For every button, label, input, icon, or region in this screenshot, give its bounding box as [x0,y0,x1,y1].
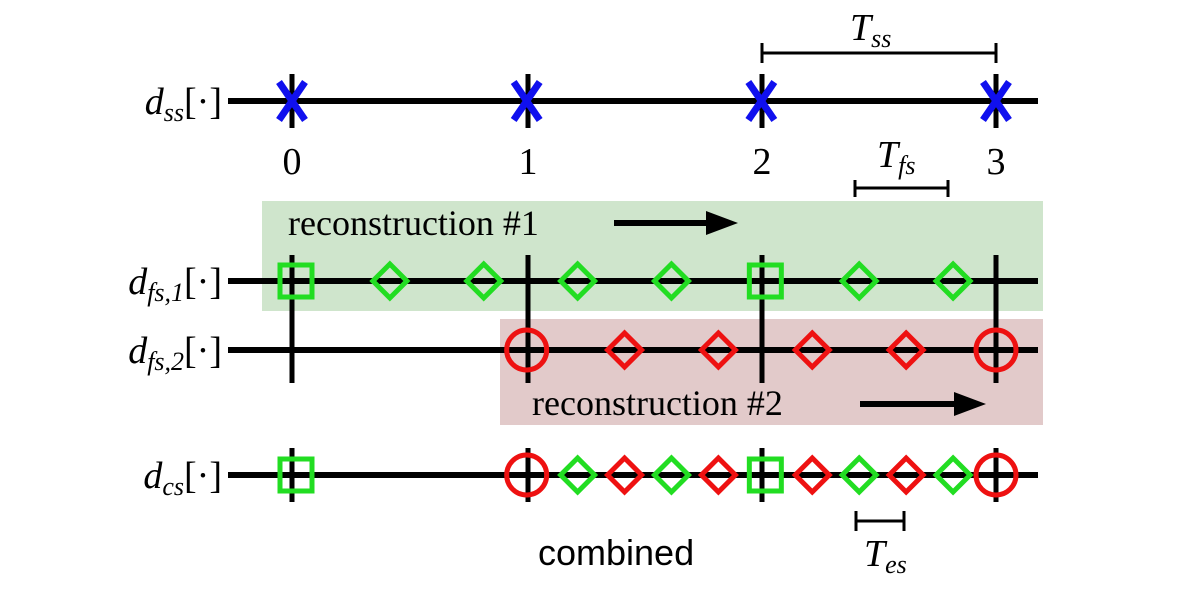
cs-green-diamond-marker-2 [838,454,880,496]
fs1-square-marker-0 [277,262,315,300]
cs-square-marker-1 [746,456,784,494]
reconstruction-2-label: reconstruction #2 [532,383,783,423]
tfs-label: Tfs [877,134,915,180]
ss-markers [276,80,1012,122]
cs-circle-marker-0 [504,452,550,498]
tss-dimension [760,43,998,63]
fs1-diamond-marker-0 [369,260,411,302]
cs-square-marker-0 [277,456,315,494]
fs1-diamond-marker-3 [650,260,693,302]
sample-gridlines [289,255,999,383]
fs1-markers [277,260,974,302]
row-label-fs2: dfs,2[·] [128,330,222,376]
cs-circle-marker-1 [973,452,1019,498]
tes-dimension [854,511,906,531]
fs2-circle-marker-1 [973,327,1019,373]
cs-green-diamond-marker-0 [557,454,599,496]
tfs-dimension [853,180,950,197]
cs-green-diamond-marker-3 [932,454,974,496]
reconstruction-1-arrow [614,211,738,235]
ss-tick-label-3: 3 [987,141,1006,183]
ss-tick-label-0: 0 [283,141,302,183]
cs-green-diamond-marker-1 [650,454,693,496]
ss-sample-marker-3 [980,80,1012,122]
cs-red-diamond-marker-1 [697,454,739,496]
combined-label: combined [538,532,694,573]
reconstruction-2-region [500,319,1043,425]
fs2-markers [504,327,1019,373]
ss-sample-marker-0 [276,80,308,122]
reconstruction-2-arrow [860,392,986,416]
cs-red-diamond-marker-0 [603,454,646,496]
reconstruction-1-label: reconstruction #1 [288,203,539,243]
row-label-cs: dcs[·] [143,455,222,501]
fs1-diamond-marker-4 [838,260,880,302]
ss-tick-label-2: 2 [753,141,772,183]
fs1-diamond-marker-2 [557,260,599,302]
fs2-diamond-marker-1 [697,329,739,371]
tes-label: Tes [864,533,907,579]
fs2-diamond-marker-3 [885,329,927,371]
fs2-circle-marker-0 [504,327,550,373]
fs1-diamond-marker-1 [463,260,505,302]
fs1-square-marker-1 [746,262,784,300]
cs-markers [277,452,1019,498]
tss-label: Tss [850,7,891,53]
fs1-diamond-marker-5 [932,260,974,302]
row-label-fs1: dfs,1[·] [128,261,222,307]
cs-red-diamond-marker-2 [791,454,833,496]
cs-red-diamond-marker-3 [885,454,927,496]
ss-sample-marker-1 [510,80,543,122]
row-label-ss: dss[·] [145,81,222,127]
ss-sample-marker-2 [745,80,778,122]
fs2-diamond-marker-2 [791,329,833,371]
fs2-diamond-marker-0 [603,329,646,371]
ss-tick-label-1: 1 [519,141,538,183]
